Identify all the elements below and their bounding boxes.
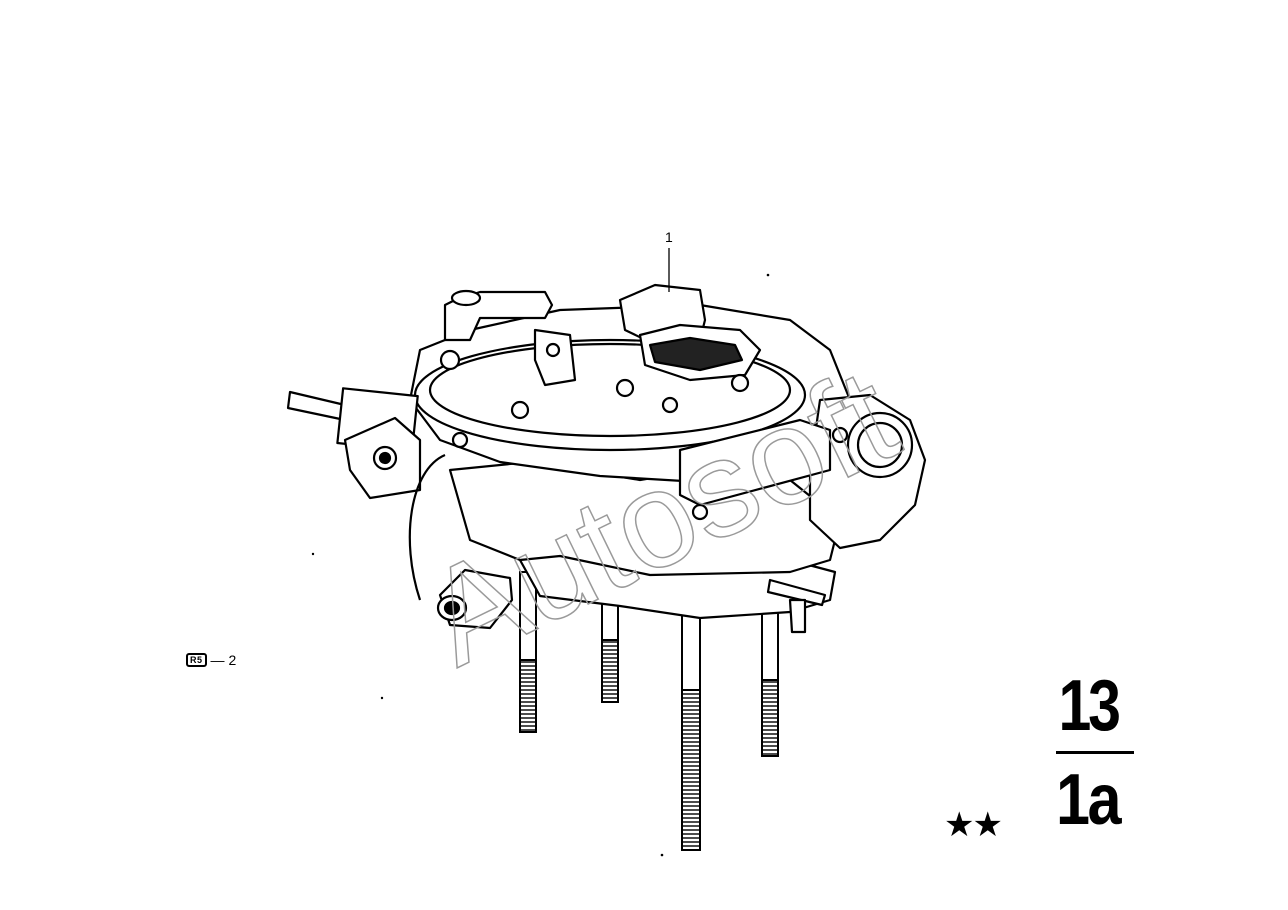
carburetor-body [286,283,927,634]
bracket-hole [545,342,561,358]
group-number: 13 [1058,666,1121,746]
choke-cap-inner [856,421,904,469]
bolt-5 [661,396,679,414]
choke-cap [846,411,914,479]
right-pipe [766,578,827,607]
star-marker-icon: ★★ [944,806,1003,844]
bolt-3 [615,378,635,398]
stud-1-thread [519,659,537,733]
stud-2-thread [601,639,619,703]
reference-note: R5 — 2 [186,651,236,669]
bolt-6 [451,431,469,449]
studs [519,571,779,851]
solenoid-end-inner [443,600,461,616]
side-cover [678,418,832,507]
left-flange-hole-inner [378,451,392,465]
bracket [533,328,577,387]
stud-4-thread [761,679,779,757]
subgroup-number: 1a [1056,760,1122,840]
fuel-inlet-cap [450,289,482,307]
air-horn-throat [648,336,744,372]
left-pipe [286,390,347,422]
speck-3 [380,696,384,700]
part-callout-number: 1 [665,229,673,245]
reference-number: 2 [228,652,237,668]
bolt-1 [439,349,461,371]
group-divider [1056,751,1134,754]
bolt-7 [691,503,709,521]
right-nipple [788,598,807,634]
reference-badge: R5 [186,653,207,667]
reference-dash: — [210,652,225,668]
speck-4 [660,853,664,857]
solenoid-wire [408,453,446,601]
bolt-4 [730,373,750,393]
stud-3-thread [681,689,701,851]
speck-2 [311,552,315,556]
speck-1 [766,273,770,277]
cover-ring-inner [428,342,792,438]
bolt-2 [510,400,530,420]
bolt-8 [831,426,849,444]
